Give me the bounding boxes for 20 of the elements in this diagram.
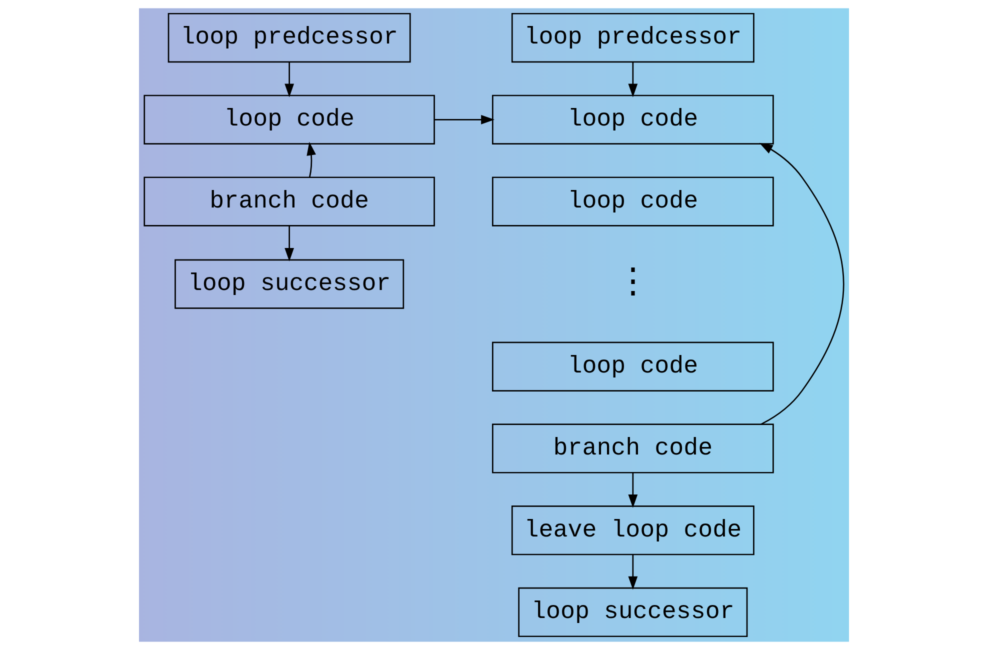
node-box: branch code bbox=[143, 176, 434, 226]
arrow bbox=[284, 226, 294, 262]
node-box: loop successor bbox=[518, 587, 748, 638]
arrow bbox=[434, 114, 494, 124]
node-box: loop code bbox=[492, 94, 774, 144]
node-box: leave loop code bbox=[510, 506, 754, 556]
arrow bbox=[628, 62, 638, 98]
arrow bbox=[628, 472, 638, 508]
node-box: branch code bbox=[492, 424, 774, 474]
node-box: loop predcessor bbox=[167, 12, 410, 63]
node-box: loop successor bbox=[174, 259, 404, 309]
node-box: loop code bbox=[492, 342, 774, 392]
node-box: loop code bbox=[492, 176, 774, 226]
node-box: loop predcessor bbox=[510, 12, 754, 63]
label: ⋮ bbox=[614, 264, 650, 304]
arrow bbox=[284, 62, 294, 98]
node-box: loop code bbox=[143, 94, 434, 144]
arrow bbox=[758, 142, 844, 425]
arrow bbox=[628, 554, 638, 590]
arrow bbox=[306, 142, 316, 178]
